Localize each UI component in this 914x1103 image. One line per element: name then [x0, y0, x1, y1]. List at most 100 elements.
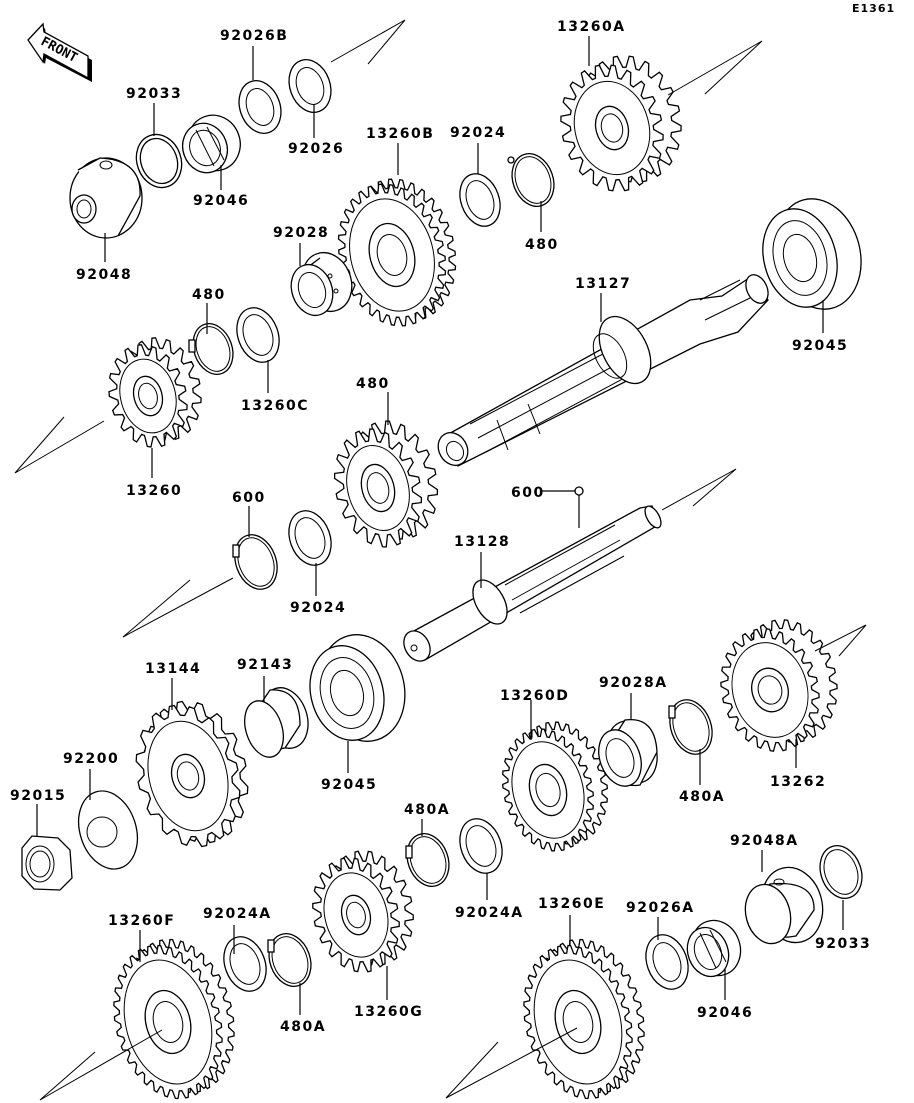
label-480-lower: 600	[232, 490, 266, 506]
gear-web	[346, 445, 410, 531]
part-92026B[interactable]	[232, 75, 288, 139]
part-92026A[interactable]	[639, 929, 696, 995]
label-92024A-left: 92024A	[203, 906, 272, 922]
part-92024A-mid[interactable]	[453, 813, 510, 879]
gear-bore	[346, 901, 366, 929]
part-13260E[interactable]	[521, 938, 645, 1100]
part-13260C[interactable]	[333, 420, 439, 548]
label-13260A: 13260A	[557, 19, 626, 35]
axis-line	[330, 19, 406, 65]
gear-web	[511, 741, 585, 839]
gear-web	[123, 959, 213, 1085]
diagram-code: E1361	[852, 2, 895, 15]
label-92033-top: 92033	[126, 86, 182, 102]
part-13127[interactable]	[432, 271, 772, 471]
axis-line	[445, 1027, 578, 1099]
label-13144: 13144	[145, 661, 201, 677]
part-92024-mid[interactable]	[230, 302, 287, 368]
part-92200[interactable]	[69, 783, 147, 876]
part-13260B[interactable]	[337, 178, 457, 327]
axis-line	[667, 40, 763, 96]
label-13128: 13128	[454, 534, 510, 550]
part-13260[interactable]	[108, 337, 202, 448]
gear-web	[533, 959, 623, 1085]
gear-bore	[366, 472, 390, 504]
label-92048: 92048	[76, 267, 132, 283]
part-13144[interactable]	[135, 700, 249, 848]
part-92028A[interactable]	[591, 714, 665, 792]
axis-line	[39, 1029, 163, 1101]
gear-web	[573, 80, 651, 176]
gear-web	[147, 720, 229, 832]
label-13260C: 480	[356, 376, 390, 392]
part-480-lower[interactable]	[228, 529, 285, 595]
gear-web	[349, 198, 435, 312]
label-92048A: 92048A	[730, 833, 799, 849]
part-92046-bottom[interactable]	[681, 913, 748, 982]
part-92033-top[interactable]	[129, 128, 189, 194]
part-92046-top[interactable]	[176, 108, 248, 179]
part-92048[interactable]	[69, 157, 143, 239]
label-92028: 92028	[273, 225, 329, 241]
gear-bore	[176, 761, 200, 791]
part-92026[interactable]	[282, 54, 338, 118]
label-92046-top: 92046	[193, 193, 249, 209]
label-92143: 92143	[237, 657, 293, 673]
front-arrow-icon: FRONT	[27, 22, 92, 82]
label-13260D: 13260D	[500, 688, 569, 704]
label-13262: 13262	[770, 774, 826, 790]
part-13260D[interactable]	[502, 721, 608, 852]
part-480-mid-left[interactable]	[186, 318, 239, 380]
label-92024-top: 92024	[450, 125, 506, 141]
part-92045-right[interactable]	[752, 189, 873, 319]
gear-web	[323, 872, 389, 958]
label-480A-left: 480A	[280, 1019, 326, 1035]
label-13260: 13260	[126, 483, 182, 499]
gear-bore	[535, 772, 561, 808]
part-92033-bottom[interactable]	[813, 840, 869, 904]
part-480-top-right[interactable]	[505, 148, 561, 212]
gear-bore	[600, 113, 624, 143]
part-13260F[interactable]	[111, 938, 235, 1100]
gear-bore	[152, 1001, 184, 1043]
part-13260G[interactable]	[312, 850, 414, 973]
label-600-text: 600	[511, 485, 545, 501]
part-480A-mid[interactable]	[400, 828, 456, 892]
gear-bore	[138, 382, 158, 410]
part-92048A[interactable]	[739, 861, 831, 950]
label-92045-right: 92045	[792, 338, 848, 354]
part-92024A-left[interactable]	[217, 931, 274, 997]
gear-bore	[562, 1001, 594, 1043]
part-600[interactable]	[574, 486, 584, 496]
label-92028A: 92028A	[599, 675, 668, 691]
part-480A-right[interactable]	[663, 694, 720, 760]
label-480-top-right: 480	[525, 237, 559, 253]
label-92033-bottom: 92033	[815, 936, 871, 952]
part-92024-lower[interactable]	[282, 505, 339, 571]
part-92045-left[interactable]	[300, 625, 417, 751]
axis-line	[14, 416, 105, 474]
label-92026A: 92026A	[626, 900, 695, 916]
axis-line	[814, 624, 867, 657]
part-13260A[interactable]	[560, 55, 682, 192]
label-92046-bottom: 92046	[697, 1005, 753, 1021]
label-13260E: 13260E	[538, 896, 605, 912]
part-92028[interactable]	[284, 246, 359, 322]
part-13262[interactable]	[720, 619, 838, 752]
gear-bore	[376, 234, 408, 276]
label-92026: 92026	[288, 141, 344, 157]
axis-line	[122, 577, 234, 638]
part-13128[interactable]	[399, 504, 665, 666]
label-92024-mid: 13260C	[241, 398, 309, 414]
label-480-mid-left: 480	[192, 287, 226, 303]
part-480A-left[interactable]	[262, 928, 318, 992]
part-92143[interactable]	[238, 682, 316, 762]
label-92024-lower: 92024	[290, 600, 346, 616]
label-92026B: 92026B	[220, 28, 288, 44]
axis-line	[661, 468, 737, 511]
part-92024-top[interactable]	[453, 168, 507, 232]
label-92015: 92015	[10, 788, 66, 804]
part-92015[interactable]	[21, 835, 73, 891]
gear-bore	[757, 675, 783, 705]
